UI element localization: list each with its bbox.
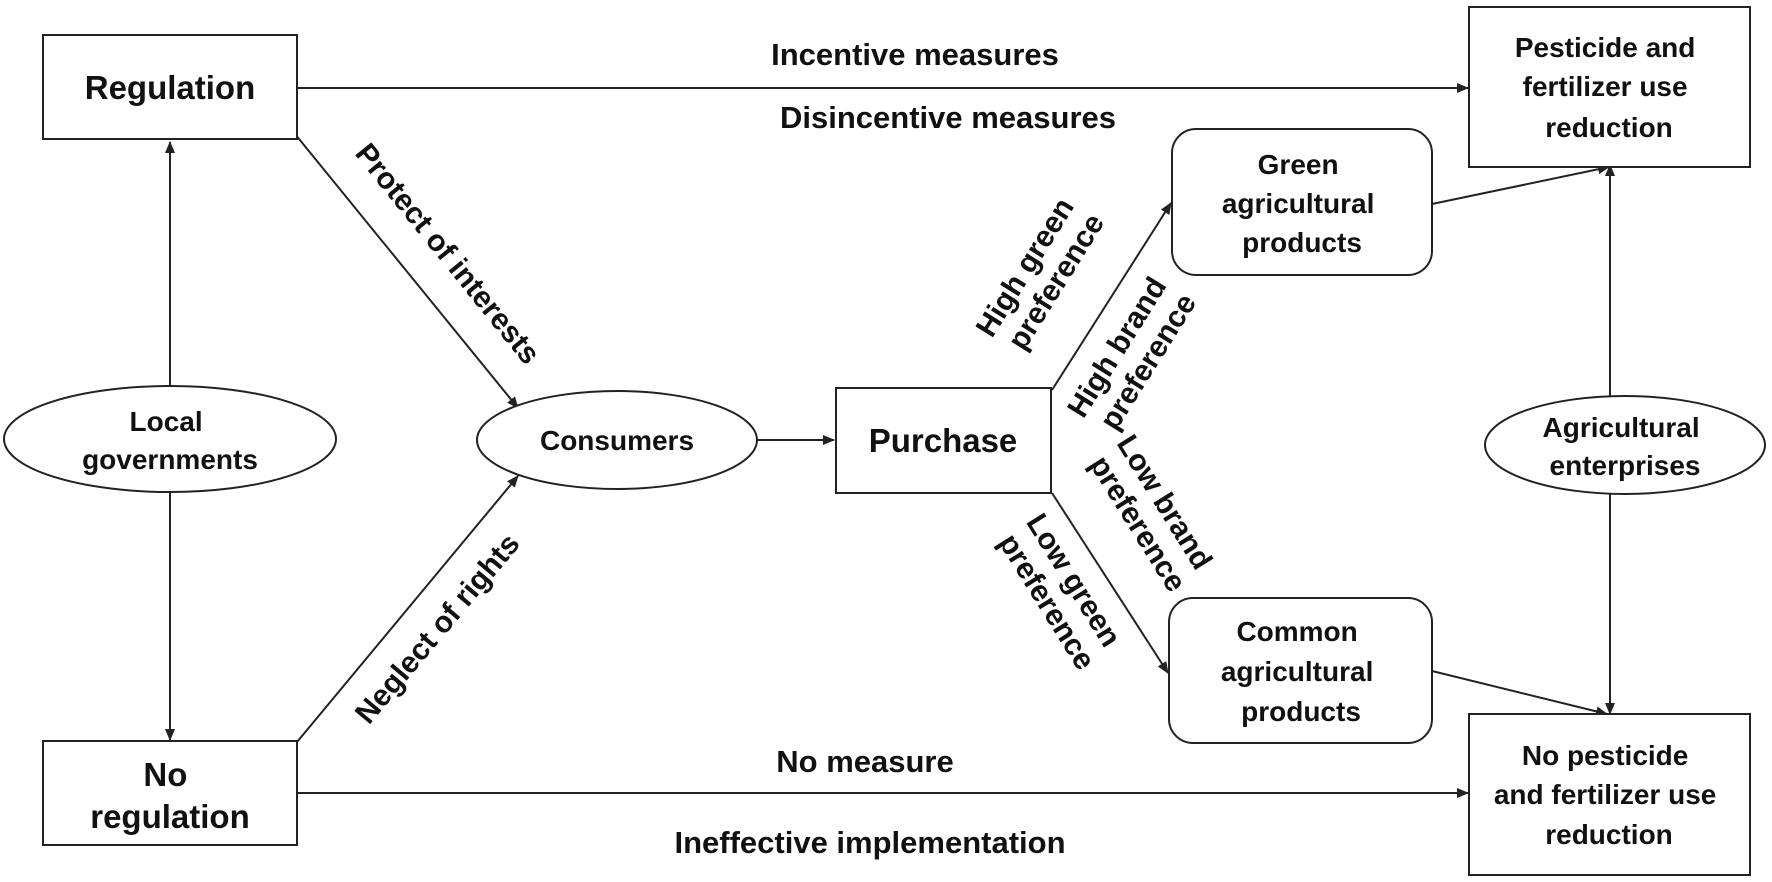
label-low-green-preference: Low green preference [991, 508, 1132, 678]
node-reduction-label: Pesticide and fertilizer use reduction [1515, 32, 1703, 143]
edges [165, 83, 1615, 798]
node-green-products-line-1: Green [1258, 149, 1339, 180]
label-ineffective-implementation: Ineffective implementation [674, 825, 1065, 860]
label-high-green-preference: High green preference [970, 185, 1114, 360]
node-local-governments-label: Local governments [82, 406, 258, 475]
node-reduction-line-3: reduction [1545, 112, 1673, 143]
label-low-brand-preference: Low brand preference [1081, 429, 1223, 600]
node-no-regulation-line-1: No [143, 756, 187, 793]
label-neglect-of-rights: Neglect of rights [349, 528, 526, 731]
node-reduction-line-1: Pesticide and [1515, 32, 1696, 63]
node-regulation: Regulation [42, 34, 298, 140]
node-green-products-label: Green agricultural products [1222, 149, 1382, 258]
node-no-reduction-line-3: reduction [1545, 819, 1673, 850]
node-agricultural-enterprises-label: Agricultural enterprises [1543, 412, 1708, 481]
node-no-reduction: No pesticide and fertilizer use reductio… [1468, 713, 1751, 876]
node-common-products-line-2: agricultural [1221, 656, 1373, 687]
node-no-regulation: No regulation [42, 740, 298, 846]
node-common-products: Common agricultural products [1168, 597, 1433, 744]
edge-common-to-no-reduction [1431, 670, 1608, 717]
node-no-regulation-line-2: regulation [90, 798, 250, 835]
node-consumers-label: Consumers [540, 425, 694, 456]
node-no-regulation-label: No regulation [90, 756, 250, 835]
node-regulation-label: Regulation [85, 69, 256, 106]
node-green-products: Green agricultural products [1171, 128, 1433, 276]
edge-no-regulation-to-consumers [296, 475, 519, 743]
node-reduction: Pesticide and fertilizer use reduction [1468, 6, 1751, 168]
node-common-products-label: Common agricultural products [1221, 616, 1381, 727]
node-agricultural-enterprises: Agricultural enterprises [1484, 395, 1766, 495]
edge-green-to-reduction [1431, 164, 1610, 205]
node-no-reduction-line-1: No pesticide [1522, 740, 1688, 771]
node-purchase: Purchase [835, 387, 1052, 494]
label-no-measure: No measure [776, 744, 953, 779]
node-common-products-line-1: Common [1236, 616, 1357, 647]
node-local-governments-line-2: governments [82, 444, 258, 475]
node-agricultural-enterprises-line-1: Agricultural [1543, 412, 1700, 443]
node-consumers: Consumers [476, 390, 758, 490]
label-disincentive-measures: Disincentive measures [780, 100, 1116, 135]
label-incentive-measures: Incentive measures [771, 37, 1059, 72]
node-reduction-line-2: fertilizer use [1523, 71, 1688, 102]
node-purchase-label: Purchase [869, 422, 1018, 459]
node-local-governments: Local governments [3, 385, 337, 493]
node-agricultural-enterprises-line-2: enterprises [1550, 450, 1701, 481]
edge-regulation-to-consumers [294, 133, 519, 409]
label-protect-of-interests: Protect of interests [349, 137, 547, 370]
label-high-brand-preference: High brand preference [1061, 265, 1206, 442]
node-local-governments-line-1: Local [130, 406, 203, 437]
edge-purchase-to-green [1051, 202, 1172, 391]
nodes: Regulation No regulation Local governmen… [3, 6, 1766, 876]
node-no-reduction-line-2: and fertilizer use [1494, 779, 1717, 810]
node-common-products-line-3: products [1241, 696, 1361, 727]
node-green-products-line-2: agricultural [1222, 188, 1374, 219]
node-green-products-line-3: products [1242, 227, 1362, 258]
node-no-reduction-label: No pesticide and fertilizer use reductio… [1494, 740, 1724, 850]
edge-purchase-to-common [1051, 492, 1169, 674]
